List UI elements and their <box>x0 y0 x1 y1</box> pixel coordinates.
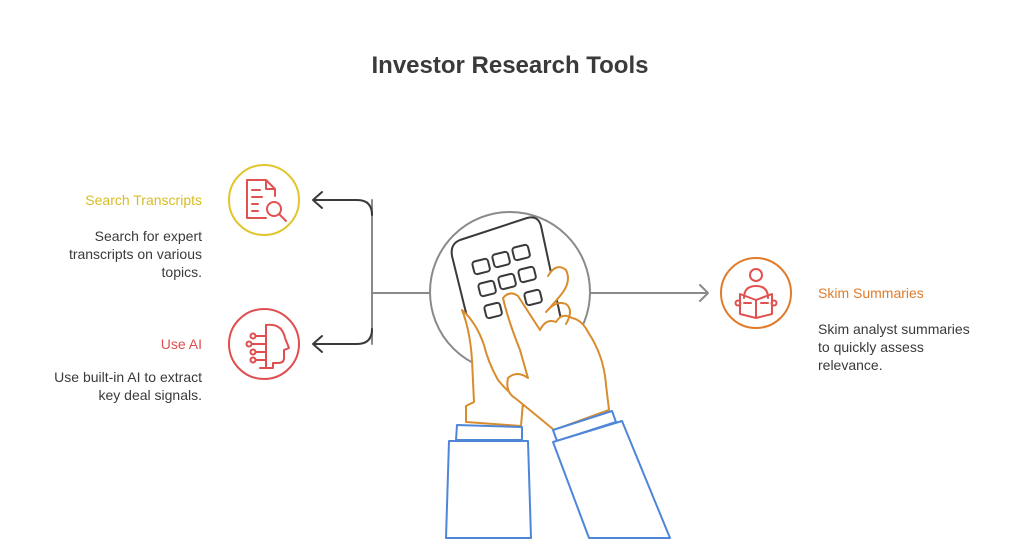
search-transcripts-description: Search for expert transcripts on various… <box>20 227 202 281</box>
arrow-head-skim <box>699 284 709 302</box>
hand-holding-tablet-icon <box>445 216 671 539</box>
diagram-title: Investor Research Tools <box>371 52 649 79</box>
description-line: Use built-in AI to extract <box>54 369 202 385</box>
arrow-to-search <box>313 199 373 216</box>
description-line: relevance. <box>818 357 883 373</box>
search-transcripts-node <box>228 164 300 236</box>
right-hand <box>502 292 610 431</box>
arrow-head-ai <box>312 335 323 353</box>
description-line: topics. <box>161 264 202 280</box>
finger-knuckle <box>545 302 571 325</box>
thumb <box>547 266 569 311</box>
left-sleeve <box>445 440 532 539</box>
ai-head-icon <box>245 323 290 369</box>
skim-summaries-description: Skim analyst summaries to quickly assess… <box>818 320 1008 374</box>
description-line: transcripts on various <box>68 246 202 262</box>
description-line: Skim analyst summaries <box>818 321 970 337</box>
arrow-head-search <box>312 191 323 209</box>
left-hand <box>461 309 524 427</box>
use-ai-node <box>228 308 300 380</box>
connector-lines <box>312 191 709 353</box>
document-search-icon <box>246 179 287 222</box>
search-transcripts-label: Search Transcripts <box>85 192 202 208</box>
skim-summaries-label: Skim Summaries <box>818 285 924 301</box>
branch-connector <box>371 199 433 345</box>
left-sleeve-cuff <box>455 424 523 441</box>
description-line: to quickly assess <box>818 339 924 355</box>
skim-summaries-node <box>720 257 792 329</box>
arrow-to-ai <box>313 328 373 345</box>
use-ai-description: Use built-in AI to extract key deal sign… <box>20 368 202 404</box>
right-sleeve <box>552 420 671 539</box>
description-line: key deal signals. <box>98 387 202 403</box>
person-reading-icon <box>734 268 778 319</box>
description-line: Search for expert <box>94 228 202 244</box>
tablet-keys <box>471 243 543 320</box>
use-ai-label: Use AI <box>160 336 202 352</box>
